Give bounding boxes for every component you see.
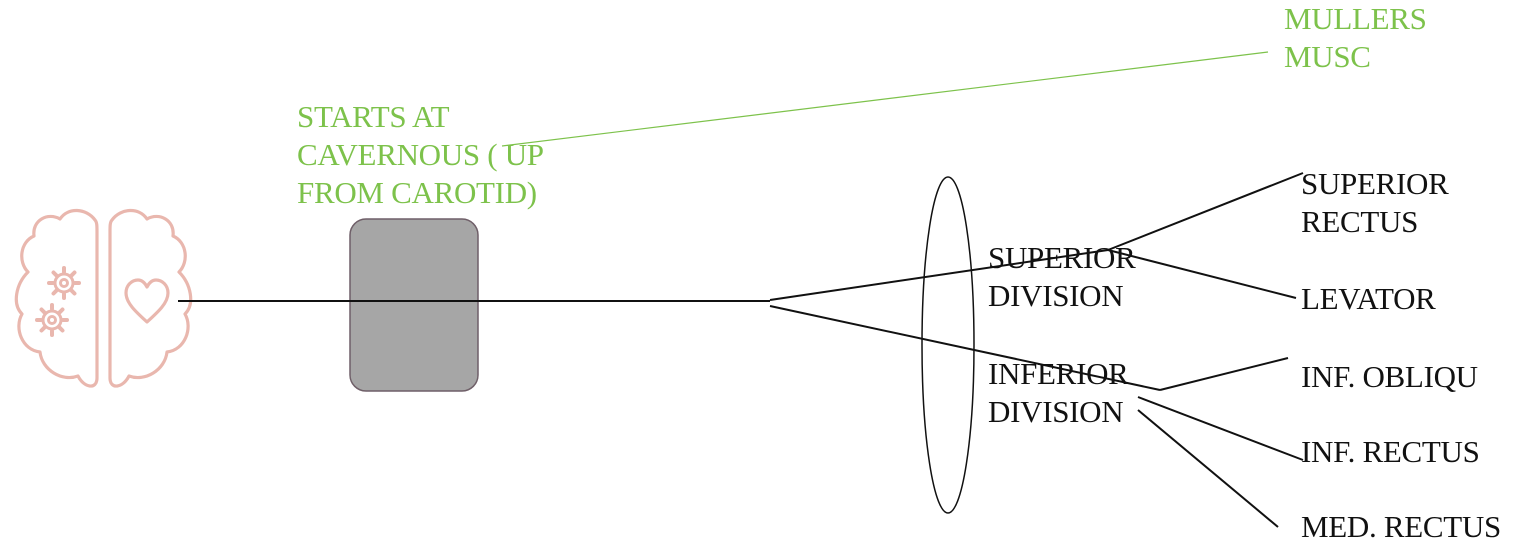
mullers-muscle-line: [501, 51, 1269, 147]
superior-rectus-branch-line: [1107, 172, 1304, 251]
inferior-oblique-label: INF. OBLIQU: [1301, 358, 1478, 396]
superior-division-line-1: SUPERIOR: [988, 240, 1136, 275]
superior-division-line: [769, 249, 1109, 301]
inferior-oblique-branch-line: [1159, 357, 1289, 391]
inferior-rectus-text: INF. RECTUS: [1301, 434, 1480, 469]
inferior-rectus-label: INF. RECTUS: [1301, 433, 1480, 471]
levator-label: LEVATOR: [1301, 280, 1436, 318]
cavernous-sinus-box: [349, 218, 479, 392]
brain-icon: [14, 208, 193, 388]
levator-branch-line: [1107, 249, 1297, 299]
orbital-fissure-ellipse: [921, 176, 975, 514]
origin-annotation: STARTS AT CAVERNOUS ( UP FROM CAROTID): [297, 98, 544, 212]
inferior-rectus-branch-line: [1137, 396, 1304, 461]
superior-division-label: SUPERIOR DIVISION: [988, 239, 1136, 315]
medial-rectus-text: MED. RECTUS: [1301, 509, 1501, 544]
gear-icon: [35, 303, 69, 337]
superior-rectus-line-1: SUPERIOR: [1301, 166, 1449, 201]
medial-rectus-branch-line: [1137, 409, 1279, 528]
gear-icon: [47, 266, 81, 300]
inferior-division-label: INFERIOR DIVISION: [988, 355, 1129, 431]
inferior-division-line-2: DIVISION: [988, 394, 1124, 429]
superior-rectus-label: SUPERIOR RECTUS: [1301, 165, 1449, 241]
superior-rectus-line-2: RECTUS: [1301, 204, 1419, 239]
origin-line-2: CAVERNOUS ( UP: [297, 137, 544, 172]
mullers-line-2: MUSC: [1284, 39, 1371, 74]
superior-division-line-2: DIVISION: [988, 278, 1124, 313]
mullers-muscle-label: MULLERS MUSC: [1284, 0, 1427, 76]
mullers-line-1: MULLERS: [1284, 1, 1427, 36]
inferior-division-line: [769, 305, 1161, 391]
origin-line-1: STARTS AT: [297, 99, 450, 134]
medial-rectus-label: MED. RECTUS: [1301, 508, 1501, 546]
origin-line-3: FROM CAROTID): [297, 175, 537, 210]
brain-left-hemisphere: [14, 208, 99, 388]
inferior-oblique-text: INF. OBLIQU: [1301, 359, 1478, 394]
brain-right-hemisphere: [108, 208, 193, 388]
inferior-division-line-1: INFERIOR: [988, 356, 1129, 391]
levator-text: LEVATOR: [1301, 281, 1436, 316]
heart-icon: [124, 278, 170, 324]
